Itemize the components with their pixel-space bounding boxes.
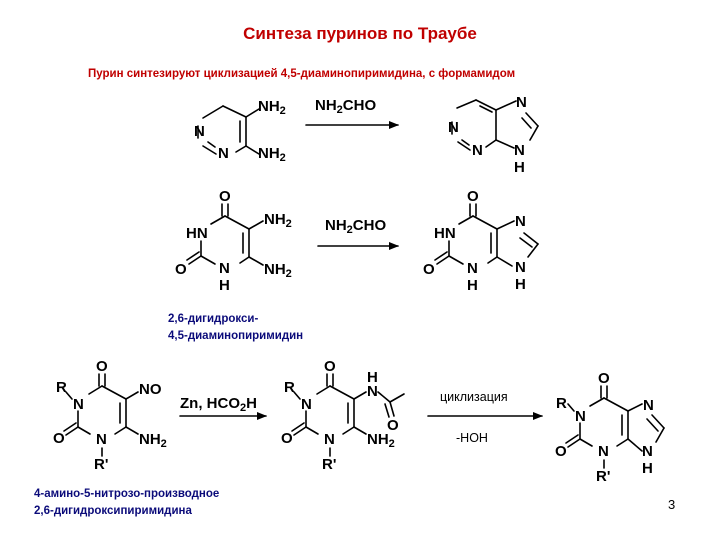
caption-nitroso-derivative: 4-амино-5-нитрозо-производное 2,6-дигидр… (34, 486, 219, 520)
atom-r: R (284, 379, 295, 396)
atom-n: N (194, 123, 205, 140)
page-number: 3 (668, 497, 676, 512)
atom-n: N (324, 431, 335, 448)
atom-o: O (423, 261, 435, 278)
atom-n: N (301, 396, 312, 413)
atom-n: N (516, 94, 527, 111)
atom-n: N (575, 408, 586, 425)
atom-n: N (467, 260, 478, 277)
caption-dihydroxy-diamino: 2,6-дигидрокси- 4,5-диаминопиримидин (168, 311, 303, 345)
atom-no: NO (139, 381, 162, 398)
atom-h: H (219, 277, 230, 294)
atom-o: O (555, 443, 567, 460)
atom-o: O (324, 358, 336, 375)
caption-line-1: 4-амино-5-нитрозо-производное (34, 488, 220, 500)
diaminopyrimidine-bonds (197, 105, 260, 155)
atom-o: O (598, 370, 610, 387)
atom-o: O (467, 188, 479, 205)
atom-n: N (642, 443, 653, 460)
atom-o: O (53, 430, 65, 447)
atom-n: N (514, 142, 525, 159)
atom-nh2: NH2 (258, 98, 286, 117)
reagent-formamide-2: NH2CHO (325, 217, 386, 236)
atom-n: N (448, 119, 459, 136)
atom-n: N (96, 431, 107, 448)
reagent-water-loss: -НОН (456, 431, 488, 445)
atom-o: O (387, 417, 399, 434)
atom-r: R (56, 379, 67, 396)
nitroso-pyrimidine-bonds (63, 373, 139, 457)
reagent-formamide-1: NH2CHO (315, 97, 376, 116)
atom-r-prime: R' (322, 456, 336, 473)
atom-o: O (219, 188, 231, 205)
atom-nh2: NH2 (264, 261, 292, 280)
atom-o: O (96, 358, 108, 375)
atom-o: O (175, 261, 187, 278)
caption-line-1: 2,6-дигидрокси- (168, 313, 259, 325)
atom-n: N (367, 383, 378, 400)
atom-h: H (642, 460, 653, 477)
substituted-xanthine-bonds (565, 385, 665, 469)
slide-subtitle: Пурин синтезируют циклизацией 4,5-диамин… (88, 68, 516, 80)
atom-h: H (467, 277, 478, 294)
purine-bonds (451, 99, 539, 151)
atom-r-prime: R' (94, 456, 108, 473)
atom-n: N (515, 259, 526, 276)
atom-n: N (472, 142, 483, 159)
reagent-zn-formic-acid: Zn, HCO2H (180, 395, 257, 414)
atom-nh2: NH2 (139, 431, 167, 450)
caption-line-2: 4,5-диаминопиримидин (168, 330, 304, 342)
atom-r-prime: R' (596, 468, 610, 485)
atom-h: H (367, 369, 378, 386)
atom-h: H (515, 276, 526, 293)
atom-n: N (219, 260, 230, 277)
atom-n: N (643, 397, 654, 414)
atom-n: N (73, 396, 84, 413)
atom-h: H (514, 159, 525, 176)
atom-r: R (556, 395, 567, 412)
atom-hn: HN (434, 225, 456, 242)
atom-nh2: NH2 (367, 431, 395, 450)
caption-line-2: 2,6-дигидроксипиримидина (34, 505, 192, 517)
dihydroxy-diamino-bonds (186, 203, 264, 266)
formamido-pyrimidine-bonds (291, 373, 405, 457)
atom-n: N (218, 145, 229, 162)
atom-nh2: NH2 (258, 145, 286, 164)
atom-n: N (515, 213, 526, 230)
atom-hn: HN (186, 225, 208, 242)
reagent-cyclization: циклизация (440, 390, 508, 404)
atom-n: N (598, 443, 609, 460)
atom-nh2: NH2 (264, 211, 292, 230)
xanthine-bonds (434, 203, 539, 267)
atom-o: O (281, 430, 293, 447)
slide-title: Синтеза пуринов по Траубе (243, 24, 477, 43)
